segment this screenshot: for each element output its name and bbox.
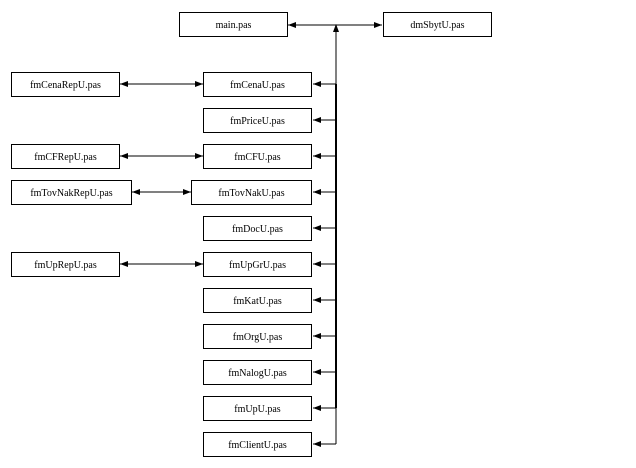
node-label: dmSbytU.pas bbox=[410, 20, 464, 31]
node-label: fmUpU.pas bbox=[234, 404, 280, 415]
node-label: fmDocU.pas bbox=[232, 224, 283, 235]
node-fmuprepu: fmUpRepU.pas bbox=[11, 252, 120, 277]
node-fmclientu: fmClientU.pas bbox=[203, 432, 312, 457]
node-fmpriceu: fmPriceU.pas bbox=[203, 108, 312, 133]
node-label: fmCFU.pas bbox=[234, 152, 281, 163]
node-dmsbytu: dmSbytU.pas bbox=[383, 12, 492, 37]
node-label: fmCenaU.pas bbox=[230, 80, 285, 91]
node-fmdocu: fmDocU.pas bbox=[203, 216, 312, 241]
node-fmcfu: fmCFU.pas bbox=[203, 144, 312, 169]
node-fmcfrepu: fmCFRepU.pas bbox=[11, 144, 120, 169]
node-fmupgru: fmUpGrU.pas bbox=[203, 252, 312, 277]
node-fmcenarepu: fmCenaRepU.pas bbox=[11, 72, 120, 97]
node-label: fmClientU.pas bbox=[228, 440, 287, 451]
node-label: fmCenaRepU.pas bbox=[30, 80, 101, 91]
node-label: fmUpRepU.pas bbox=[34, 260, 97, 271]
node-fmcenau: fmCenaU.pas bbox=[203, 72, 312, 97]
node-label: fmTovNakU.pas bbox=[218, 188, 284, 199]
node-fmtovnakrepu: fmTovNakRepU.pas bbox=[11, 180, 132, 205]
report-links bbox=[120, 81, 203, 267]
node-label: fmNalogU.pas bbox=[228, 368, 287, 379]
node-label: fmOrgU.pas bbox=[233, 332, 283, 343]
node-fmorgu: fmOrgU.pas bbox=[203, 324, 312, 349]
node-fmnalogu: fmNalogU.pas bbox=[203, 360, 312, 385]
connectors bbox=[120, 22, 382, 447]
node-label: fmTovNakRepU.pas bbox=[30, 188, 112, 199]
bus-branches bbox=[313, 81, 336, 447]
node-label: fmKatU.pas bbox=[233, 296, 282, 307]
arrowhead-main bbox=[288, 22, 296, 28]
arrowhead-dmsbytu bbox=[374, 22, 382, 28]
node-fmtovnaku: fmTovNakU.pas bbox=[191, 180, 312, 205]
node-label: fmUpGrU.pas bbox=[229, 260, 286, 271]
node-label: fmPriceU.pas bbox=[230, 116, 285, 127]
node-label: main.pas bbox=[216, 20, 252, 31]
node-label: fmCFRepU.pas bbox=[34, 152, 97, 163]
node-fmupu: fmUpU.pas bbox=[203, 396, 312, 421]
node-fmkatu: fmKatU.pas bbox=[203, 288, 312, 313]
arrowhead-bus-top bbox=[333, 24, 339, 32]
node-main: main.pas bbox=[179, 12, 288, 37]
